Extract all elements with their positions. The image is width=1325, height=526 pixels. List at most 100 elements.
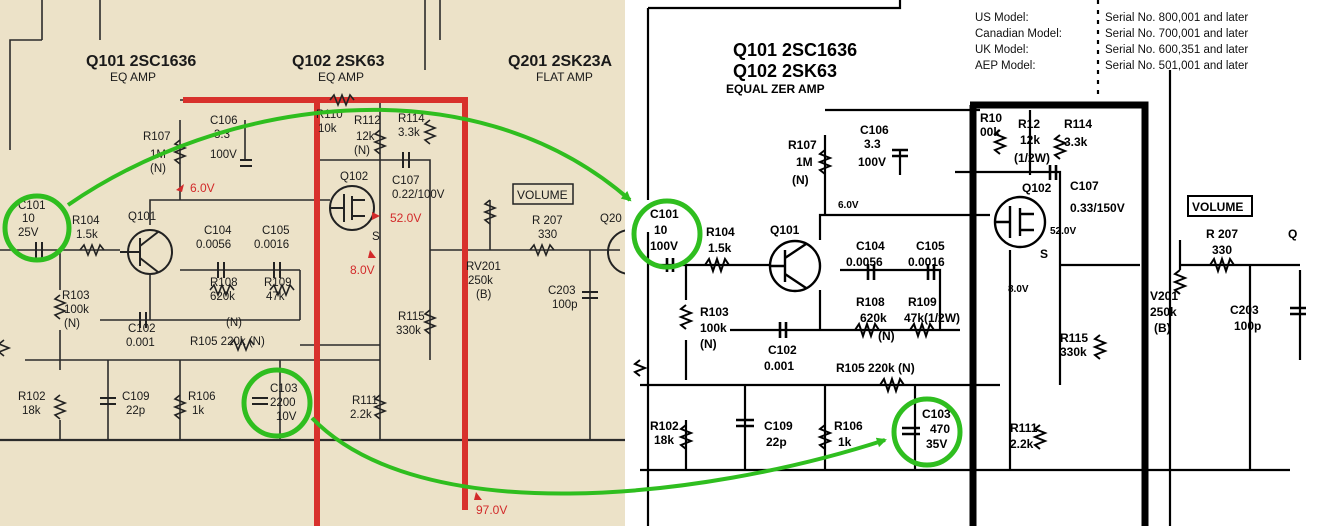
label-c101-value: 10 — [22, 213, 35, 225]
label-r108-value: 620k — [860, 311, 887, 325]
label-r106: R106 — [188, 391, 216, 403]
label-c102: C102 — [768, 343, 797, 357]
label-c103-value: 470 — [930, 422, 950, 436]
label-c102: C102 — [128, 323, 156, 335]
label-n-mid: (N) — [878, 329, 895, 343]
label-r112-value: 12k — [356, 131, 375, 143]
label-source: S — [372, 231, 380, 243]
label-r112-note: (1/2W) — [1014, 151, 1050, 165]
label-r207: R 207 — [1206, 227, 1238, 241]
resistor-r108 — [209, 282, 235, 298]
resistor-r107 — [817, 149, 833, 175]
resistor-r108 — [854, 320, 880, 340]
label-r108: R108 — [856, 295, 885, 309]
label-r115: R115 — [398, 311, 425, 323]
label-c103-value: 2200 — [270, 397, 296, 409]
capacitor-c107 — [1048, 165, 1058, 180]
potentiometer-rv201 — [1172, 269, 1188, 295]
left-schematic: Q101 2SC1636 EQ AMP Q102 2SK63 EQ AMP Q2… — [0, 0, 625, 526]
label-r109-value: 47k — [266, 291, 285, 303]
label-c107: C107 — [1070, 179, 1099, 193]
label-r105: R105 220k (N) — [190, 336, 265, 348]
serial-row-canadian: Canadian Model:Serial No. 700,001 and la… — [975, 28, 1248, 40]
resistor-r115 — [422, 309, 438, 335]
label-c107-value: 0.22/100V — [392, 189, 445, 201]
right-schematic-panel: Q101 2SC1636 Q102 2SK63 EQUAL ZER AMP R1… — [625, 0, 1325, 526]
label-c103: C103 — [270, 383, 298, 395]
label-c103-voltage: 35V — [926, 437, 947, 451]
resistor-r103 — [678, 304, 694, 330]
supply-rail — [970, 101, 1149, 526]
label-c101-voltage: 25V — [18, 227, 39, 239]
label-n-mid: (N) — [226, 317, 242, 329]
label-r103-note: (N) — [64, 318, 80, 330]
transistor-q20x — [607, 229, 625, 275]
label-r103-value: 100k — [700, 321, 727, 335]
resistor-partial — [0, 339, 12, 357]
title-role: EQUAL ZER AMP — [726, 82, 825, 96]
label-volume: VOLUME — [517, 188, 568, 202]
label-r103: R103 — [700, 305, 729, 319]
resistor-r102 — [52, 394, 68, 420]
label-r207-value: 330 — [538, 229, 557, 241]
label-c104: C104 — [856, 239, 885, 253]
label-c106: C106 — [210, 115, 238, 127]
voltage-marker — [474, 492, 482, 500]
label-c104-value: 0.0056 — [846, 255, 883, 269]
label-c101-voltage: 100V — [650, 239, 678, 253]
label-r106-value: 1k — [192, 405, 204, 417]
left-schematic-panel: Q101 2SC1636 EQ AMP Q102 2SK63 EQ AMP Q2… — [0, 0, 625, 526]
label-c203: C203 — [548, 285, 576, 297]
label-c102-value: 0.001 — [764, 359, 794, 373]
label-c107-value: 0.33/150V — [1070, 201, 1125, 215]
label-r110: R110 — [316, 109, 343, 121]
label-r109: R109 — [264, 277, 292, 289]
label-rv201-value: 250k — [468, 275, 493, 287]
label-r111-value: 2.2k — [1010, 437, 1034, 451]
label-c103-voltage: 10V — [276, 411, 297, 423]
label-r115: R115 — [1060, 331, 1088, 345]
label-r111: R111 — [352, 395, 378, 407]
label-c106: C106 — [860, 123, 889, 137]
resistor-r104 — [79, 242, 105, 258]
wire — [1060, 240, 1300, 270]
capacitor-c203 — [1290, 306, 1306, 316]
label-r107-note: (N) — [792, 173, 809, 187]
label-c203-value: 100p — [1234, 319, 1261, 333]
label-q101: Q101 — [770, 223, 800, 237]
label-r107: R107 — [788, 138, 817, 152]
label-c105: C105 — [262, 225, 290, 237]
serial-number: Serial No. 700,001 and later — [1105, 28, 1249, 40]
label-r114-value: 3.3k — [1064, 135, 1088, 149]
label-r102: R102 — [650, 419, 679, 433]
title-q201-role: FLAT AMP — [536, 70, 593, 84]
title-q201-part: Q201 2SK23A — [508, 53, 613, 70]
transistor-q101 — [120, 229, 173, 275]
label-c106-voltage: 100V — [858, 155, 886, 169]
serial-model: US Model: — [975, 12, 1029, 24]
resistor-r104 — [704, 255, 730, 275]
label-c106-voltage: 100V — [210, 149, 237, 161]
transistor-q101 — [768, 239, 822, 293]
resistor-r111 — [1032, 424, 1048, 450]
capacitor-c109 — [100, 397, 116, 405]
voltage-marker — [372, 212, 380, 220]
resistor-r110 — [329, 92, 355, 108]
label-r111-value: 2.2k — [350, 409, 372, 421]
label-c106-value: 3.3 — [864, 137, 881, 151]
wire — [430, 200, 620, 251]
voltage-6v: 6.0V — [190, 181, 215, 195]
label-r107: R107 — [143, 131, 171, 143]
resistor-r114 — [422, 119, 438, 145]
label-r207-value: 330 — [1212, 243, 1232, 257]
label-c104-value: 0.0056 — [196, 239, 231, 251]
label-r103-value: 100k — [64, 304, 89, 316]
capacitor-c106 — [892, 148, 908, 158]
label-r102: R102 — [18, 391, 46, 403]
label-c106-value: 3.3 — [214, 129, 230, 141]
resistor-r106 — [172, 394, 188, 420]
wire — [955, 170, 1062, 385]
resistor-partial — [633, 359, 648, 377]
resistor-r114 — [1052, 134, 1068, 160]
label-r108-value: 620k — [210, 291, 235, 303]
